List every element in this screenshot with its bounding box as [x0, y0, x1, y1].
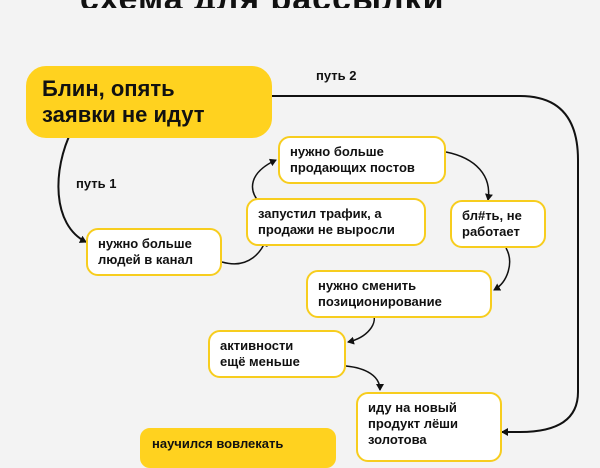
header-title: схема для рассылки [80, 0, 445, 8]
arrow-path2 [272, 95, 579, 436]
arrow-path1 [57, 129, 87, 243]
node-new-product: иду на новый продукт лёши золотова [356, 392, 502, 462]
node-less-activity: активности ещё меньше [208, 330, 346, 378]
flow-arrows [57, 95, 579, 436]
arrow-notworking-to-positioning [493, 247, 511, 291]
node-positioning: нужно сменить позиционирование [306, 270, 492, 318]
node-more-posts: нужно больше продающих постов [278, 136, 446, 184]
cropped-header: схема для рассылки [0, 0, 600, 8]
arrow-posts-to-notworking [445, 151, 493, 201]
arrow-activity-to-product [345, 365, 384, 391]
node-engage: научился вовлекать [140, 428, 336, 468]
node-more-people: нужно больше людей в канал [86, 228, 222, 276]
node-traffic: запустил трафик, а продажи не выросли [246, 198, 426, 246]
label-path2: путь 2 [316, 68, 357, 83]
label-path1: путь 1 [76, 176, 117, 191]
node-start: Блин, опять заявки не идут [26, 66, 272, 138]
node-not-working: бл#ть, не работает [450, 200, 546, 248]
